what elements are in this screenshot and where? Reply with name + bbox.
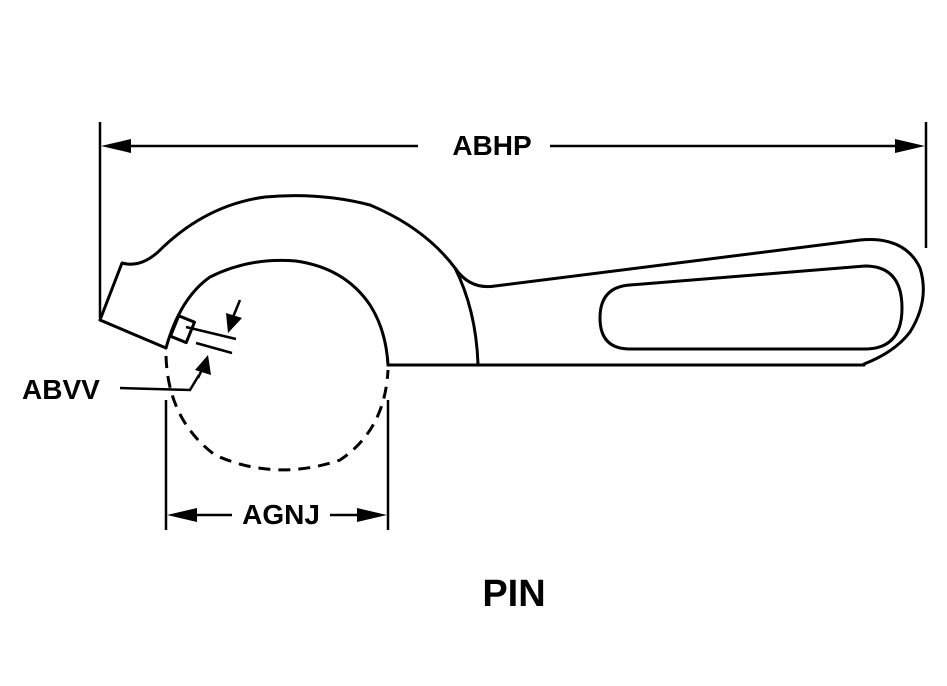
- hook-arrowhead-right: [357, 508, 387, 522]
- hook-diameter-label: AGNJ: [242, 499, 320, 530]
- pin-extension-line-lower: [195, 341, 233, 355]
- handle-top-edge: [453, 238, 925, 366]
- pin-extension-line-upper: [185, 325, 237, 341]
- pin-arrowhead-lower: [195, 355, 211, 375]
- hook-tip: [98, 194, 457, 322]
- hook-circle-dashed: [164, 355, 390, 472]
- right-arrowhead: [895, 139, 925, 153]
- neck-outer-curve: [453, 266, 480, 366]
- pin: [168, 314, 196, 345]
- hook-diameter-dimension: AGNJ: [164, 400, 390, 530]
- overall-length-label: ABHP: [452, 130, 531, 161]
- pin-dimension: ABVV: [22, 299, 242, 405]
- pin-arrowhead-upper: [226, 313, 242, 333]
- handle-slot: [598, 264, 904, 351]
- pin-diameter-label: ABVV: [22, 374, 100, 405]
- wrench-body: [98, 194, 925, 367]
- hook-arrowhead-left: [167, 508, 197, 522]
- hook-tip-lower-edge: [98, 318, 168, 350]
- left-arrowhead: [101, 139, 131, 153]
- pin-leader-line: [119, 374, 201, 392]
- overall-length-dimension: ABHP: [98, 122, 928, 318]
- diagram-caption: PIN: [482, 573, 545, 615]
- hook-inner-arc: [164, 258, 390, 367]
